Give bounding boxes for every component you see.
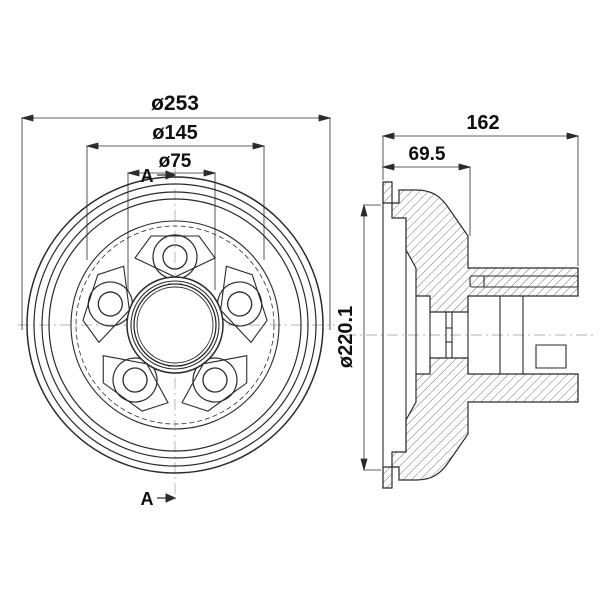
front-view-group <box>26 176 324 474</box>
bolt-bore-circle <box>202 367 228 393</box>
drum-outer-ring-2 <box>33 183 317 467</box>
hub-inner-circle <box>136 286 214 364</box>
section-lower-wall <box>382 357 579 489</box>
dim-overall-width <box>381 132 580 266</box>
drum-outer-ring-4 <box>48 198 302 452</box>
section-marker-label-bottom: A <box>141 489 154 509</box>
dim-label-inner-diameter: ø220.1 <box>335 306 357 368</box>
dim-label-outer-diameter: ø253 <box>151 92 199 115</box>
dim-bolt-circle-diameter <box>85 142 266 260</box>
dimension-labels: ø253 ø145 ø75 162 69.5 ø220.1 A A <box>141 92 500 509</box>
dim-label-overall-width: 162 <box>466 112 499 134</box>
section-marker-label-top: A <box>141 166 154 186</box>
section-markers <box>157 170 177 503</box>
section-marker-top <box>157 170 177 180</box>
dim-hub-offset <box>381 163 472 236</box>
drum-face-ring <box>70 220 280 430</box>
dimension-lines <box>20 114 580 472</box>
dim-label-hub-offset: 69.5 <box>409 144 446 165</box>
spoke-web <box>134 235 216 278</box>
hub-mid-circle <box>130 280 220 370</box>
hub-spokes <box>82 235 268 412</box>
dim-outer-diameter <box>20 114 332 330</box>
bolt-bore-circle <box>227 291 253 317</box>
dim-label-bolt-circle-diameter: ø145 <box>152 122 198 144</box>
spoke-web <box>220 265 268 344</box>
spoke-web <box>102 355 169 412</box>
drum-outer-ring-1 <box>26 176 324 474</box>
spoke-web <box>181 355 248 412</box>
hub-outer-circle <box>126 276 224 374</box>
section-detail-lines <box>382 182 579 488</box>
section-upper-wall <box>382 181 579 313</box>
bolt-bore-circle <box>162 244 188 270</box>
section-view-group <box>382 181 579 489</box>
dim-inner-diameter <box>360 203 381 472</box>
hub-recess <box>535 344 567 369</box>
section-marker-bottom <box>157 493 177 503</box>
bolt-bore-circle <box>122 367 148 393</box>
bolt-bore-circle <box>97 291 123 317</box>
drum-outer-ring-3 <box>41 191 309 459</box>
dim-hub-bore-diameter <box>126 169 217 290</box>
drum-face-hidden-ring <box>75 225 275 425</box>
dim-label-hub-bore-diameter: ø75 <box>159 151 192 172</box>
spoke-web <box>82 265 130 344</box>
